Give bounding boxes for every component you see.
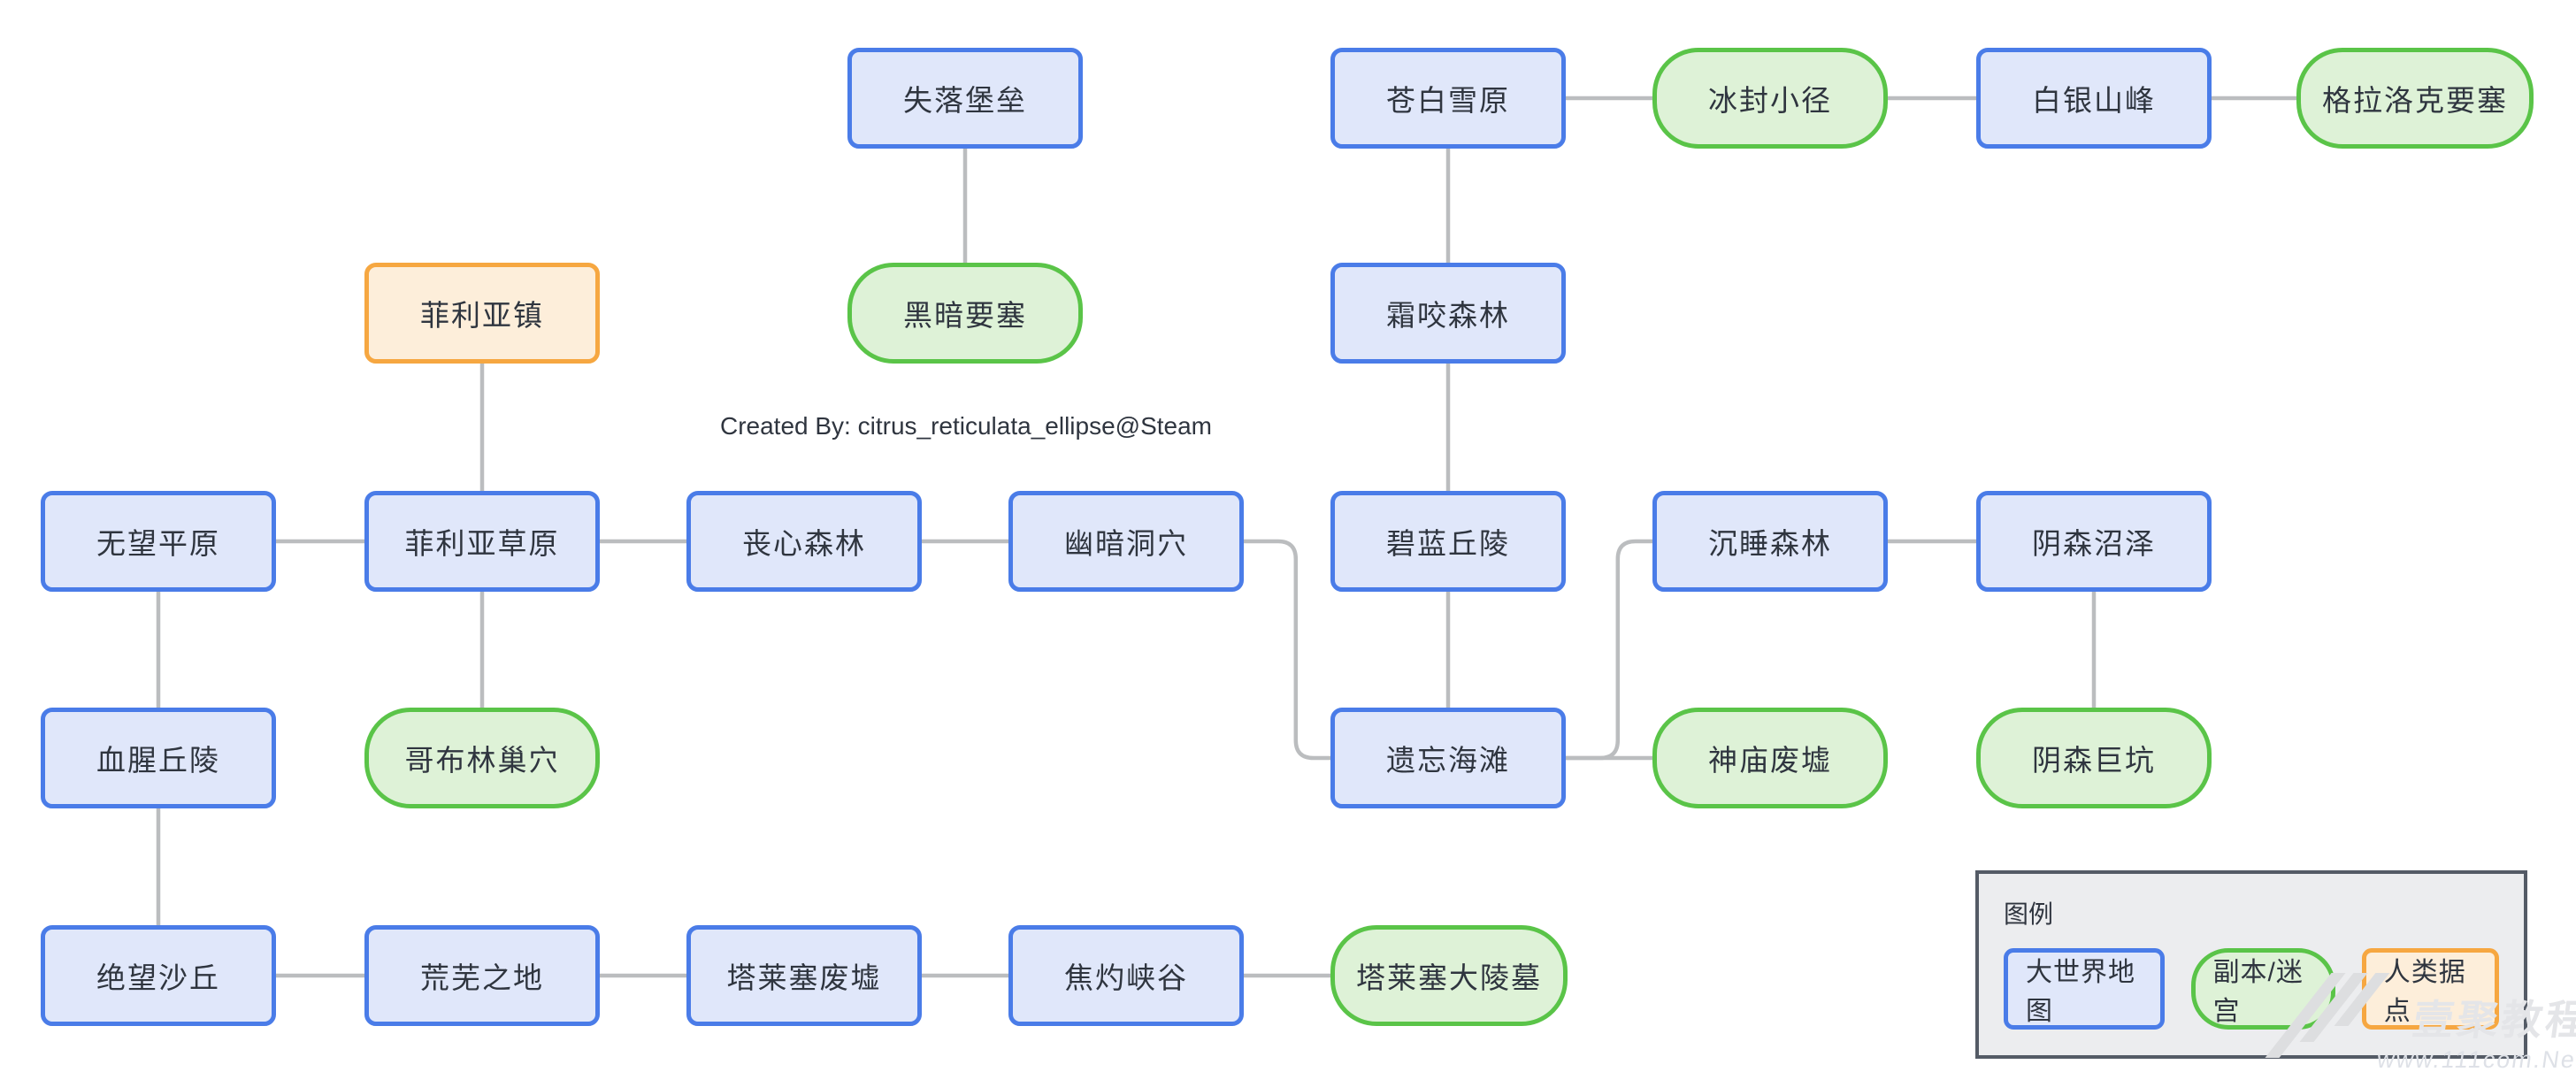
node-bloody-hills: 血腥丘陵 — [41, 708, 276, 808]
legend-item-label: 人类据点 — [2383, 958, 2466, 1026]
node-feiliya-grassland: 菲利亚草原 — [364, 491, 600, 592]
legend-item-label: 大世界地图 — [2026, 958, 2135, 1026]
legend-box: 图例 大世界地图 副本/迷宫 人类据点 — [1975, 870, 2527, 1059]
node-azure-hills: 碧蓝丘陵 — [1330, 491, 1566, 592]
node-label: 荒芜之地 — [420, 961, 544, 994]
node-lost-fortress: 失落堡垒 — [847, 48, 1083, 149]
node-label: 绝望沙丘 — [96, 961, 220, 994]
edge-forgotten-beach-sleeping-forest — [1566, 539, 1652, 761]
node-scorching-canyon: 焦灼峡谷 — [1008, 925, 1244, 1026]
node-talaisai-ruins: 塔莱塞废墟 — [686, 925, 922, 1026]
node-label: 塔莱塞大陵墓 — [1356, 961, 1542, 994]
node-label: 菲利亚草原 — [404, 527, 560, 560]
node-dark-fortress: 黑暗要塞 — [847, 263, 1083, 364]
legend-title: 图例 — [2004, 900, 2054, 928]
node-frostbite-forest: 霜咬森林 — [1330, 263, 1566, 364]
node-label: 菲利亚镇 — [420, 299, 544, 332]
node-label: 霜咬森林 — [1386, 299, 1510, 332]
node-gralok-fortress: 格拉洛克要塞 — [2296, 48, 2534, 149]
node-label: 哥布林巢穴 — [404, 744, 560, 777]
node-silver-peak: 白银山峰 — [1976, 48, 2212, 149]
node-label: 焦灼峡谷 — [1064, 961, 1188, 994]
node-sleeping-forest: 沉睡森林 — [1652, 491, 1888, 592]
node-label: 血腥丘陵 — [96, 744, 220, 777]
node-label: 白银山峰 — [2032, 84, 2156, 117]
node-label: 冰封小径 — [1708, 84, 1832, 117]
legend-item-dungeon: 副本/迷宫 — [2190, 948, 2335, 1030]
node-temple-ruins: 神庙废墟 — [1652, 708, 1888, 808]
node-goblin-lair: 哥布林巢穴 — [364, 708, 600, 808]
node-feiliya-town: 菲利亚镇 — [364, 263, 600, 364]
edge-gloomy-cave-forgotten-beach — [1244, 539, 1330, 761]
node-label: 苍白雪原 — [1386, 84, 1510, 117]
creator-credit: Created By: citrus_reticulata_ellipse@St… — [719, 412, 1213, 440]
node-hopeless-plain: 无望平原 — [41, 491, 276, 592]
node-label: 碧蓝丘陵 — [1386, 527, 1510, 560]
node-forgotten-beach: 遗忘海滩 — [1330, 708, 1566, 808]
node-despair-dunes: 绝望沙丘 — [41, 925, 276, 1026]
node-label: 塔莱塞废墟 — [726, 961, 882, 994]
node-label: 无望平原 — [96, 527, 220, 560]
node-pale-snowfield: 苍白雪原 — [1330, 48, 1566, 149]
node-label: 神庙废墟 — [1708, 744, 1832, 777]
node-heartloss-forest: 丧心森林 — [686, 491, 922, 592]
node-label: 沉睡森林 — [1708, 527, 1832, 560]
node-barren-land: 荒芜之地 — [364, 925, 600, 1026]
node-label: 阴森巨坑 — [2032, 744, 2156, 777]
node-label: 格拉洛克要塞 — [2322, 84, 2508, 117]
node-talaisai-mausoleum: 塔莱塞大陵墓 — [1330, 925, 1568, 1026]
node-label: 失落堡垒 — [903, 84, 1027, 117]
node-label: 黑暗要塞 — [903, 299, 1027, 332]
legend-items: 大世界地图 副本/迷宫 人类据点 — [2004, 948, 2499, 1030]
legend-item-world: 大世界地图 — [2004, 948, 2165, 1030]
node-label: 阴森沼泽 — [2032, 527, 2156, 560]
node-label: 丧心森林 — [742, 527, 866, 560]
legend-item-settlement: 人类据点 — [2361, 948, 2499, 1030]
legend-item-label: 副本/迷宫 — [2212, 958, 2304, 1026]
node-eerie-swamp: 阴森沼泽 — [1976, 491, 2212, 592]
node-label: 幽暗洞穴 — [1064, 527, 1188, 560]
node-eerie-pit: 阴森巨坑 — [1976, 708, 2212, 808]
node-label: 遗忘海滩 — [1386, 744, 1510, 777]
node-frozen-path: 冰封小径 — [1652, 48, 1888, 149]
node-gloomy-cave: 幽暗洞穴 — [1008, 491, 1244, 592]
